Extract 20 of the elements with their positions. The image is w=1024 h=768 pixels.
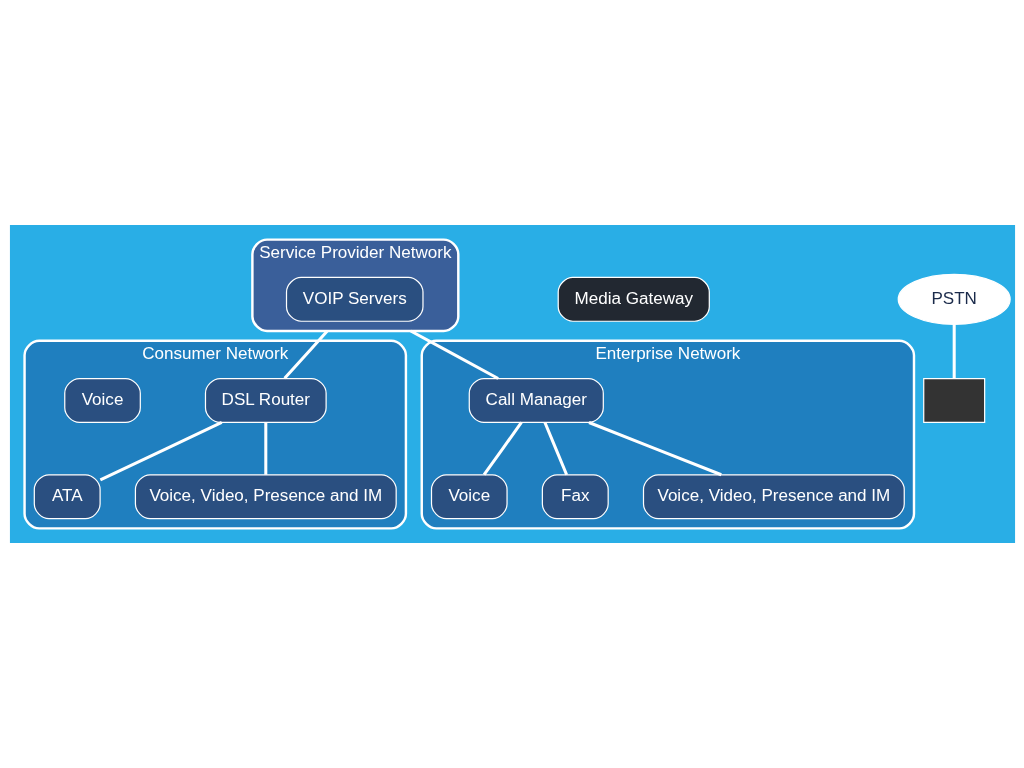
node-box: Fax <box>541 474 609 520</box>
connector <box>543 421 568 476</box>
connector <box>283 329 328 380</box>
connector <box>263 422 267 475</box>
node-box: VOIP Servers <box>285 276 424 322</box>
node-box: Voice <box>430 474 508 520</box>
node-box: DSL Router <box>204 377 327 423</box>
node-ellipse: PSTN <box>897 273 1011 325</box>
node-box: ATA <box>33 474 101 520</box>
node-box: Voice, Video, Presence and IM <box>642 474 905 520</box>
node-box: Voice <box>63 377 141 423</box>
node-box: Voice, Video, Presence and IM <box>134 474 397 520</box>
connector <box>99 421 222 482</box>
connector <box>587 421 722 477</box>
node-box: Media Gateway <box>557 276 710 322</box>
connector <box>409 329 499 380</box>
connector <box>952 324 956 379</box>
node-box <box>922 377 985 423</box>
node-box: Call Manager <box>468 377 604 423</box>
connector <box>482 421 523 476</box>
